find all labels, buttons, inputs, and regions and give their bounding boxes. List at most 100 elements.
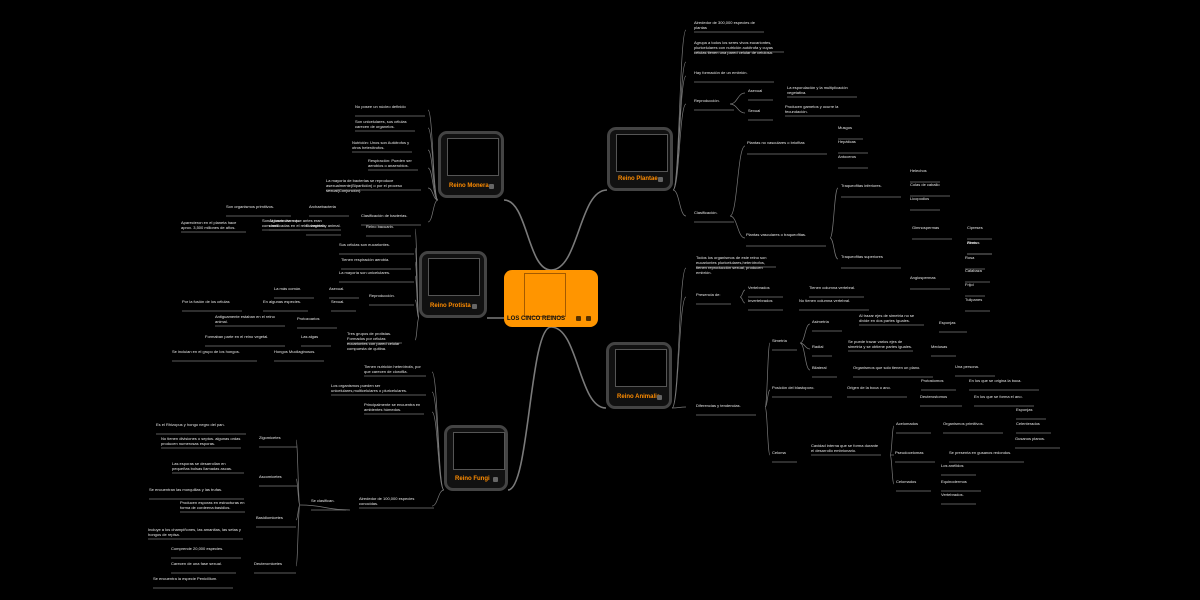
mindmap-topic-pl18[interactable]: Licopodios: [910, 196, 930, 201]
kingdom-protista-node[interactable]: Reino Protista: [419, 251, 487, 318]
note-icon[interactable]: [576, 316, 581, 321]
mindmap-topic-a14[interactable]: Medusas: [931, 344, 948, 349]
mindmap-topic-p7[interactable]: La más común.: [274, 286, 302, 291]
mindmap-topic-a33[interactable]: Celomados: [896, 479, 917, 484]
mindmap-topic-f13[interactable]: Producen esporas en estructuras en forma…: [180, 500, 245, 510]
mindmap-topic-a5[interactable]: Invertebrados: [748, 298, 773, 303]
mindmap-topic-a34[interactable]: Los anélidos: [941, 463, 964, 468]
mindmap-topic-m11[interactable]: Eubacteria: [306, 223, 326, 228]
mindmap-topic-a3[interactable]: Vertebrados: [748, 285, 770, 290]
mindmap-topic-pl28[interactable]: Tulipanes: [965, 297, 983, 302]
mindmap-topic-a4[interactable]: Tienen columna vertebral.: [809, 285, 856, 290]
mindmap-topic-p5[interactable]: Reproducción.: [369, 293, 395, 298]
kingdom-animalia-node[interactable]: Reino Animalia: [606, 342, 672, 409]
mindmap-topic-m9[interactable]: Son la bacterias más comunes.: [262, 218, 300, 228]
mindmap-topic-a11[interactable]: Esponjas: [939, 320, 956, 325]
mindmap-topic-pl13[interactable]: Antoceros: [838, 154, 857, 159]
mindmap-topic-a26[interactable]: Acelomados: [896, 421, 919, 426]
kingdom-fungi-node[interactable]: Reino Fungi: [444, 425, 508, 491]
mindmap-topic-pl15[interactable]: Traqueofitas inferiores.: [841, 183, 882, 188]
mindmap-topic-a19[interactable]: Origen de la boca o ano.: [847, 385, 891, 390]
mindmap-topic-f6[interactable]: Zigomicetes: [259, 435, 281, 440]
mindmap-topic-pl25[interactable]: Rosa: [965, 255, 975, 260]
mindmap-topic-a13[interactable]: Se puede trazar varios ejes de simetría …: [848, 339, 913, 349]
mindmap-topic-a29[interactable]: Celenterados: [1016, 421, 1040, 426]
mindmap-topic-pl12[interactable]: Hepáticas: [838, 139, 856, 144]
image-icon[interactable]: [489, 184, 494, 189]
mindmap-topic-pl14[interactable]: Plantas vasculares o traqueofitas.: [746, 232, 807, 237]
image-icon[interactable]: [658, 177, 663, 182]
mindmap-topic-a20[interactable]: Protostomos: [921, 378, 944, 383]
mindmap-topic-p9[interactable]: En algunas especies.: [263, 299, 302, 304]
mindmap-topic-m5[interactable]: La mayoría de bacterias se reproduce ase…: [326, 178, 403, 193]
mindmap-topic-pl6[interactable]: La esporulación y la multiplicación vege…: [787, 85, 848, 95]
mindmap-topic-m7[interactable]: Archaebacteria: [309, 204, 336, 209]
mindmap-topic-pl16[interactable]: Helechos: [910, 168, 927, 173]
mindmap-topic-p14[interactable]: Las algas: [301, 334, 319, 339]
image-icon[interactable]: [657, 395, 662, 400]
mindmap-topic-a25[interactable]: Cavidad interna que se forma durante el …: [811, 443, 879, 453]
mindmap-topic-pl27[interactable]: Frijol: [965, 282, 974, 287]
mindmap-topic-a7[interactable]: Diferencias y tendencias.: [696, 403, 741, 408]
mindmap-topic-p11[interactable]: Tres grupos de protistas. Formados por c…: [347, 331, 400, 351]
mindmap-topic-pl19[interactable]: Traqueofitas superiores: [841, 254, 883, 259]
mindmap-topic-p2[interactable]: Sus células son eucariontes.: [339, 242, 390, 247]
mindmap-topic-pl26[interactable]: Calabaza: [965, 268, 982, 273]
image-icon[interactable]: [493, 477, 498, 482]
mindmap-topic-m1[interactable]: No posee un núcleo definido: [355, 104, 406, 109]
mindmap-topic-a10[interactable]: Al trazar ejes de simetría no se divide …: [859, 313, 915, 323]
mindmap-topic-pl17[interactable]: Colas de caballo: [910, 182, 940, 187]
mindmap-topic-m3[interactable]: Nutrición: Unos son Autótrofos y otros h…: [352, 140, 410, 150]
mindmap-topic-f15[interactable]: Deuteromicetes: [254, 561, 283, 566]
mindmap-topic-pl24[interactable]: Angiospermas: [910, 275, 936, 280]
mindmap-topic-pl1[interactable]: Alrededor de 300,000 especies de plantas: [694, 20, 755, 30]
kingdom-plantae-node[interactable]: Reino Plantae: [607, 127, 673, 191]
mindmap-topic-m10[interactable]: Aparecieron en el planeta hace aprox. 3,…: [181, 220, 237, 230]
mindmap-topic-f18[interactable]: Se encuentra la especie Penicillium.: [153, 576, 218, 581]
mindmap-topic-f3[interactable]: Principalmente se encuentra en ambientes…: [364, 402, 421, 412]
mindmap-topic-a23[interactable]: En los que se forma el ano.: [974, 394, 1023, 399]
image-icon[interactable]: [472, 304, 477, 309]
mindmap-topic-a17[interactable]: Una persona.: [955, 364, 980, 369]
mindmap-topic-p10[interactable]: Por la fusión de los células: [182, 299, 230, 304]
mindmap-topic-pl23[interactable]: Abetos: [967, 240, 980, 245]
mindmap-topic-pl2[interactable]: Agrupa a todos los seres vivos eucariont…: [694, 40, 773, 55]
mindmap-topic-p6[interactable]: Asexual.: [329, 286, 345, 291]
mindmap-topic-a2[interactable]: Presencia de:: [696, 292, 721, 297]
mindmap-topic-a31[interactable]: Pseudocelomas: [895, 450, 924, 455]
mindmap-topic-f4[interactable]: Alrededor de 100,000 especies conocidas.: [359, 496, 415, 506]
mindmap-topic-pl22[interactable]: Cipreses: [967, 225, 983, 230]
kingdom-monera-node[interactable]: Reino Monera: [438, 131, 504, 198]
mindmap-topic-f7[interactable]: Es el Rhizopus y hongo negro del pan.: [156, 422, 225, 427]
mindmap-topic-a9[interactable]: Asimetría: [812, 319, 829, 324]
mindmap-topic-p12[interactable]: Protozoarios: [297, 316, 320, 321]
mindmap-topic-a21[interactable]: En los que se origina la boca.: [969, 378, 1022, 383]
mindmap-topic-f11[interactable]: Se encuentran las morquillas y las trufa…: [149, 487, 223, 492]
mindmap-topic-a15[interactable]: Bilateral: [812, 365, 827, 370]
mindmap-topic-a30[interactable]: Gusanos planos.: [1015, 436, 1046, 441]
mindmap-topic-pl5[interactable]: Asexual: [748, 88, 763, 93]
mindmap-topic-f1[interactable]: Tienen nutrición heterótrofa, por que ca…: [364, 364, 421, 374]
mindmap-topic-p17[interactable]: Se incluian en el grupo de los hongos.: [172, 349, 240, 354]
mindmap-topic-a27[interactable]: Organismos primitivos.: [943, 421, 984, 426]
mindmap-topic-m2[interactable]: Son unicelulares, sus células carecen de…: [355, 119, 407, 129]
mindmap-topic-m8[interactable]: Son organismos primitivos.: [226, 204, 275, 209]
mindmap-topic-pl4[interactable]: Reproducción.: [694, 98, 720, 103]
mindmap-topic-p16[interactable]: Hongos Mucilaginosos.: [274, 349, 316, 354]
mindmap-topic-f16[interactable]: Comprende 20,000 especies.: [171, 546, 224, 551]
mindmap-topic-p13[interactable]: Antiguamente estaban en el reino animal.: [215, 314, 275, 324]
mindmap-topic-f2[interactable]: Los organismos pueden ser unicelulares,m…: [331, 383, 408, 393]
mindmap-topic-a12[interactable]: Radial: [812, 344, 824, 349]
mindmap-topic-f10[interactable]: Las esporas se desarrollan en pequeñas b…: [172, 461, 233, 471]
mindmap-topic-f17[interactable]: Carecen de una fase sexual.: [171, 561, 222, 566]
mindmap-topic-p15[interactable]: Formaban parte en el reino vegetal.: [205, 334, 269, 339]
mindmap-topic-a6[interactable]: No tienen columna vertebral.: [799, 298, 851, 303]
root-node[interactable]: LOS CINCO REINOS: [504, 270, 598, 327]
mindmap-topic-p1[interactable]: Reino bacuarin.: [366, 224, 395, 229]
mindmap-topic-pl21[interactable]: Pinos: [967, 240, 978, 245]
mindmap-topic-a32[interactable]: Se presenta en gusanos redondos.: [949, 450, 1012, 455]
mindmap-topic-pl9[interactable]: Clasificación.: [694, 210, 718, 215]
mindmap-topic-f14[interactable]: Incluye a los champiñones, las amanitas,…: [148, 527, 241, 537]
mindmap-topic-m12[interactable]: Algunas viven que antes eran clasificada…: [269, 218, 341, 228]
mindmap-topic-f9[interactable]: Ascomicetes: [259, 474, 282, 479]
